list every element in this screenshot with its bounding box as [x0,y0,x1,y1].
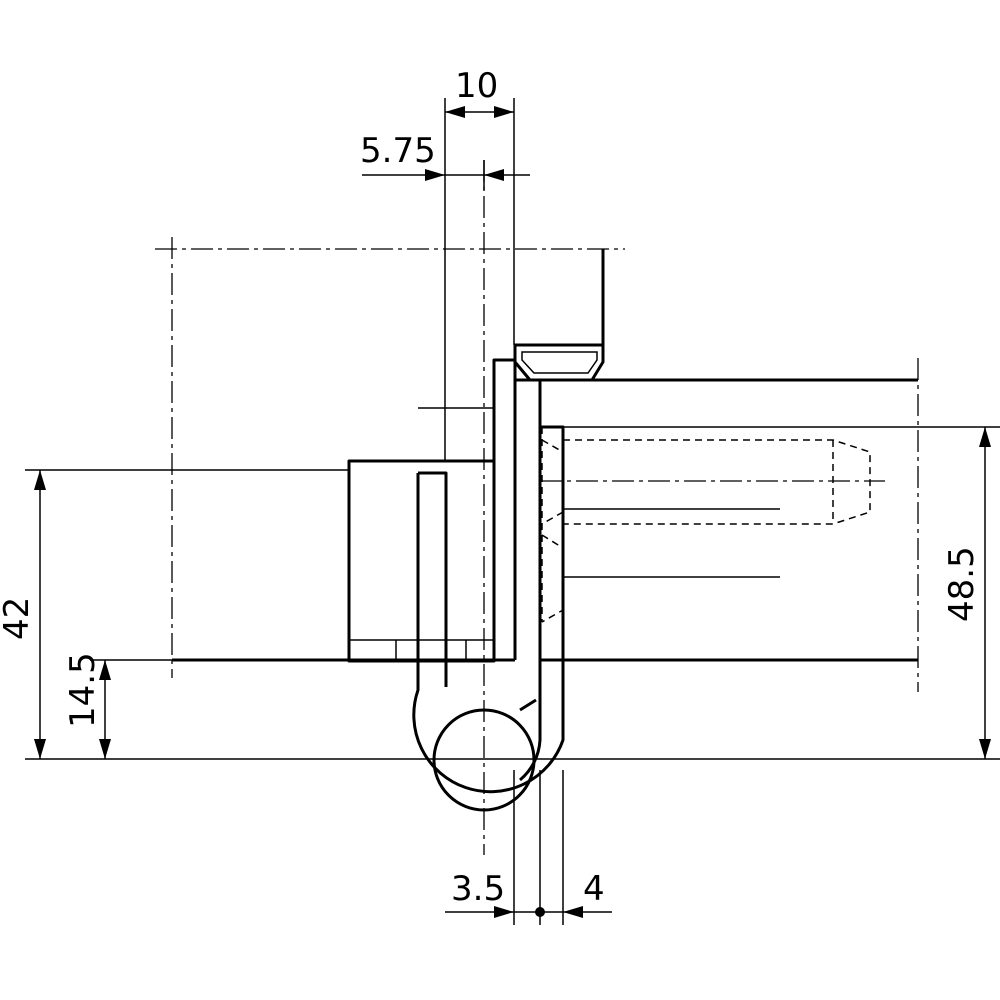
dim-top-width-label: 10 [455,66,498,106]
frame-hinge-block [347,459,496,663]
dim-right-height: 48.5 [942,427,991,759]
dim-top-width: 10 [445,66,514,118]
dim-left-height: 42 [0,470,46,759]
extension-lines [25,98,1000,925]
dim-left-height-label: 42 [0,597,37,640]
hinge-plate [492,358,542,660]
screw-hidden [540,427,885,623]
dim-left-low-height-label: 14.5 [63,652,103,728]
door-leaf [540,358,919,692]
dim-top-offset: 5.75 [360,131,530,190]
dim-top-offset-label: 5.75 [360,131,436,171]
dim-bottom-left-label: 3.5 [451,869,505,909]
dim-bottom: 3.5 4 [445,869,612,918]
dim-left-low-height: 14.5 [63,652,111,759]
pin-centerlines [418,160,494,855]
frame-outline [155,237,625,678]
seal-gasket [513,343,605,382]
dim-right-height-label: 48.5 [942,546,982,622]
dim-bottom-right-label: 4 [583,869,605,909]
